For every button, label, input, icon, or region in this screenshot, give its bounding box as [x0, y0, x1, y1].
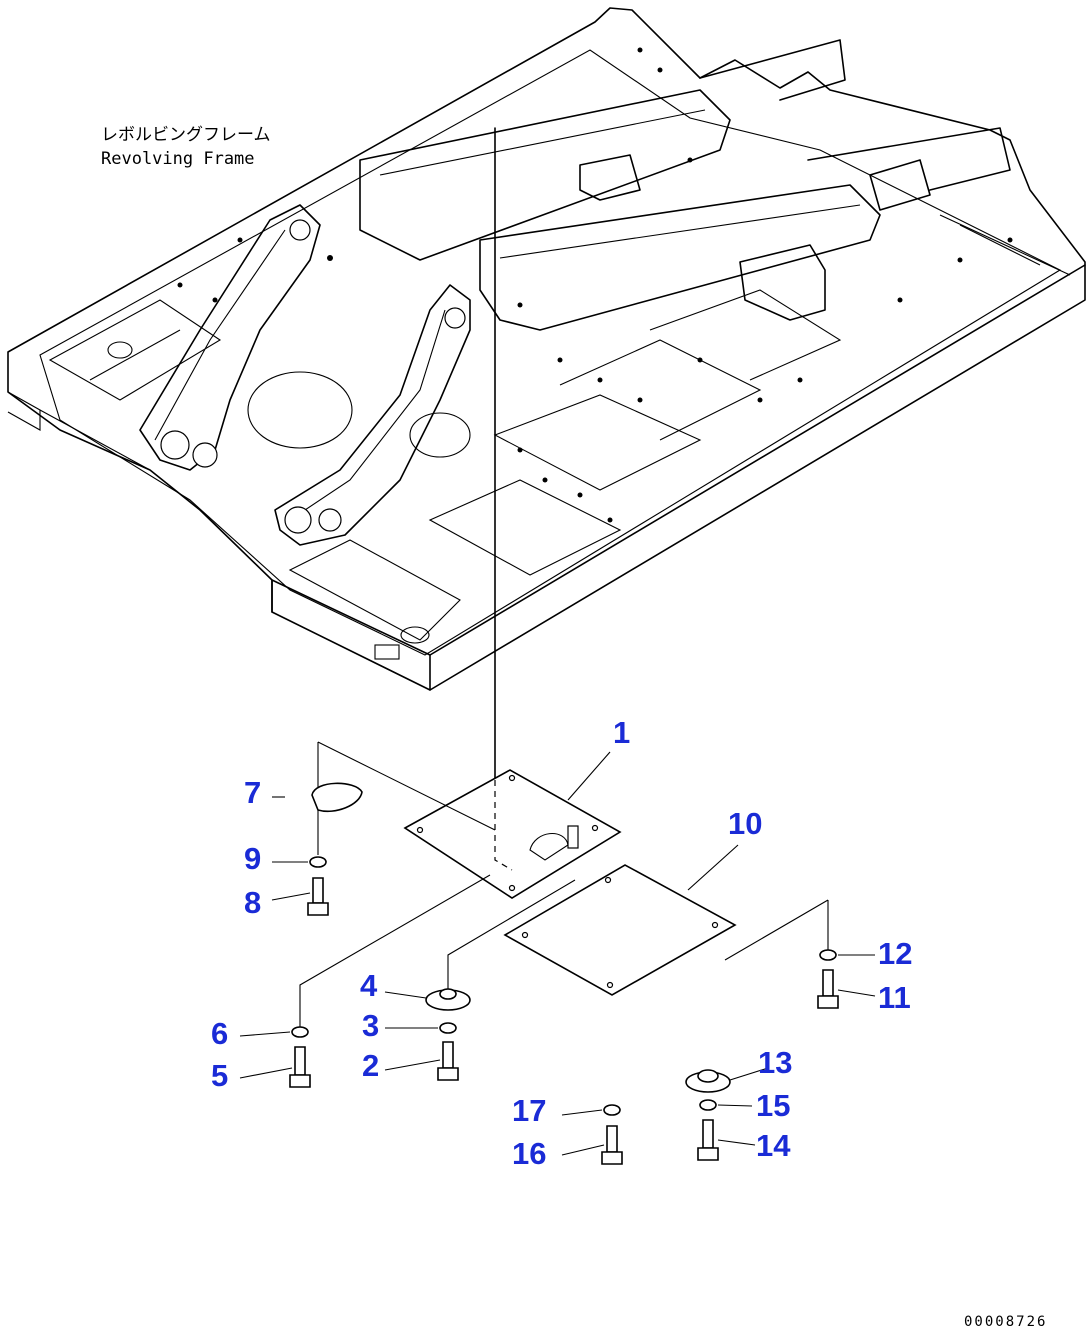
bolt-14	[702, 1119, 714, 1149]
frame-label-jp: レボルビングフレーム	[101, 125, 271, 145]
callout-9: 9	[244, 841, 261, 876]
bolt-16	[606, 1125, 618, 1153]
callout-numbers: 1 2 3 4 5 6 7 8 9 10 11 12 13 14 15 16 1…	[211, 715, 912, 1171]
callout-leaders	[239, 751, 876, 1156]
callout-13: 13	[758, 1045, 792, 1080]
callout-4: 4	[360, 968, 378, 1003]
washer-3	[439, 1022, 457, 1034]
document-number: 00008726	[964, 1314, 1047, 1330]
callout-11: 11	[878, 980, 911, 1015]
bolt-11	[822, 969, 834, 997]
bolt-hole-dots	[177, 47, 1013, 523]
callout-10: 10	[728, 806, 762, 841]
cover-plate-10	[503, 864, 737, 996]
washer-15	[699, 1099, 717, 1111]
washer-12	[819, 949, 837, 961]
callout-2: 2	[362, 1048, 379, 1083]
bolt-2	[442, 1041, 454, 1069]
callout-16: 16	[512, 1136, 546, 1171]
callout-6: 6	[211, 1016, 228, 1051]
revolving-frame-label: レボルビングフレーム Revolving Frame	[101, 125, 271, 169]
bolt-5	[294, 1046, 306, 1076]
hardware-parts	[289, 782, 839, 1165]
washer-6	[291, 1026, 309, 1038]
callout-12: 12	[878, 936, 912, 971]
callout-15: 15	[756, 1088, 790, 1123]
callout-3: 3	[362, 1008, 379, 1043]
callout-5: 5	[211, 1058, 228, 1093]
callout-14: 14	[756, 1128, 791, 1163]
assembly-lines	[299, 741, 829, 1030]
bolt-8	[312, 877, 324, 904]
revolving-frame	[7, 7, 1086, 691]
cover-plate-1	[403, 769, 622, 899]
callout-7: 7	[244, 775, 261, 810]
washer-9	[309, 856, 327, 868]
frame-label-en: Revolving Frame	[101, 149, 255, 169]
washer-17	[603, 1104, 621, 1116]
callout-8: 8	[244, 885, 261, 920]
cap-7	[311, 782, 363, 812]
callout-17: 17	[512, 1093, 546, 1128]
callout-1: 1	[613, 715, 630, 750]
